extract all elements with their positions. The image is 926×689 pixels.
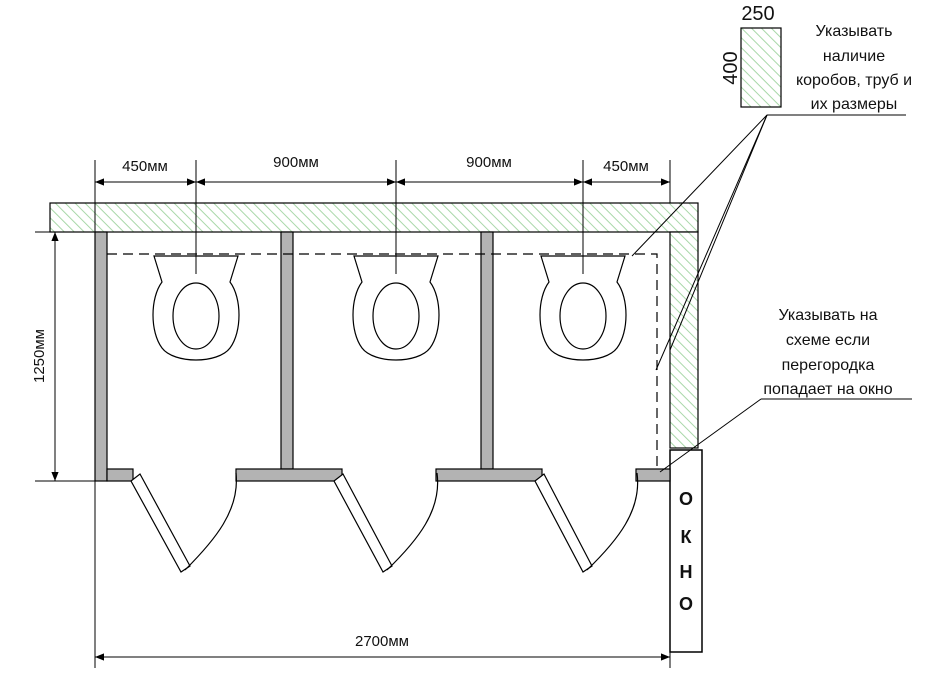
doors: [130, 472, 639, 573]
note-line: коробов, труб и: [796, 72, 912, 89]
leader-boxes: [631, 114, 906, 371]
note-line: попадает на окно: [763, 381, 892, 398]
walls: [49, 27, 782, 449]
total-dimension: [94, 481, 671, 668]
dim-top-left: 450мм: [122, 158, 168, 175]
leader-partition: [659, 398, 912, 473]
front-panel: [106, 468, 134, 482]
note-line: схеме если: [786, 332, 870, 349]
window-letter: К: [681, 527, 693, 547]
note-line: Указывать на: [778, 307, 877, 324]
window-letter: Н: [680, 562, 693, 582]
door-swing-icon: [130, 472, 237, 573]
partition-2: [480, 231, 494, 470]
box-height-label: 400: [720, 51, 742, 84]
dim-top-mid1: 900мм: [273, 154, 319, 171]
note-line: их размеры: [811, 96, 898, 113]
box-sample: [740, 27, 782, 108]
partition-1: [280, 231, 294, 470]
depth-dimension: [35, 231, 95, 482]
note-line: перегородка: [782, 357, 875, 374]
window-letter: О: [679, 489, 693, 509]
door-swing-icon: [534, 472, 639, 573]
window: [669, 449, 703, 653]
note-partition: Указывать на схеме если перегородка попа…: [763, 307, 892, 398]
note-line: наличие: [823, 48, 885, 65]
window-letter: О: [679, 594, 693, 614]
partitions: [94, 231, 671, 482]
dim-top-right: 450мм: [603, 158, 649, 175]
dim-top-mid2: 900мм: [466, 154, 512, 171]
dim-depth: 1250мм: [31, 329, 48, 383]
top-wall: [49, 202, 699, 233]
note-boxes: Указывать наличие коробов, труб и их раз…: [796, 23, 912, 113]
clearance-dashed-line: [107, 253, 658, 469]
door-swing-icon: [333, 472, 439, 573]
front-panel: [435, 468, 543, 482]
side-panel-left: [94, 231, 108, 482]
front-panel: [235, 468, 343, 482]
window-label: О К Н О: [679, 489, 693, 614]
front-panel: [635, 468, 671, 482]
top-dimensions: [94, 160, 671, 274]
box-width-label: 250: [741, 3, 774, 25]
dim-total: 2700мм: [355, 633, 409, 650]
note-line: Указывать: [816, 23, 893, 40]
